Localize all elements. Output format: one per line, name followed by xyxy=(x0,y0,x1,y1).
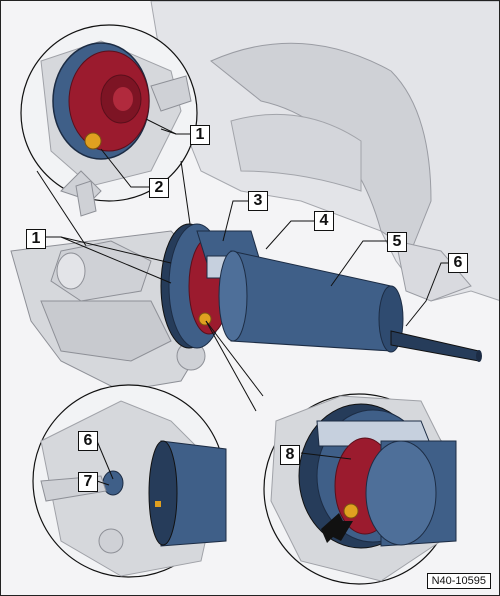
vehicle-body-background xyxy=(10,1,499,392)
callout-6: 6 xyxy=(448,253,468,273)
callout-1-left: 1 xyxy=(26,229,46,249)
callout-5: 5 xyxy=(387,232,407,252)
detail-circle-bottom-right xyxy=(263,393,457,585)
callout-3: 3 xyxy=(248,191,268,211)
figure-reference-number: N40-10595 xyxy=(426,573,491,589)
callout-4: 4 xyxy=(314,211,334,231)
detail-circle-bottom-left xyxy=(32,384,227,578)
callout-2: 2 xyxy=(149,178,169,198)
callout-1-top: 1 xyxy=(190,125,210,145)
callout-8: 8 xyxy=(280,445,300,465)
callout-6-detail: 6 xyxy=(78,431,98,451)
puller-tool-assembly xyxy=(160,223,482,362)
suspension-parts xyxy=(50,180,152,302)
callout-7: 7 xyxy=(78,472,98,492)
leader-lines xyxy=(46,118,451,412)
detail-circle-hub-top xyxy=(20,24,198,202)
